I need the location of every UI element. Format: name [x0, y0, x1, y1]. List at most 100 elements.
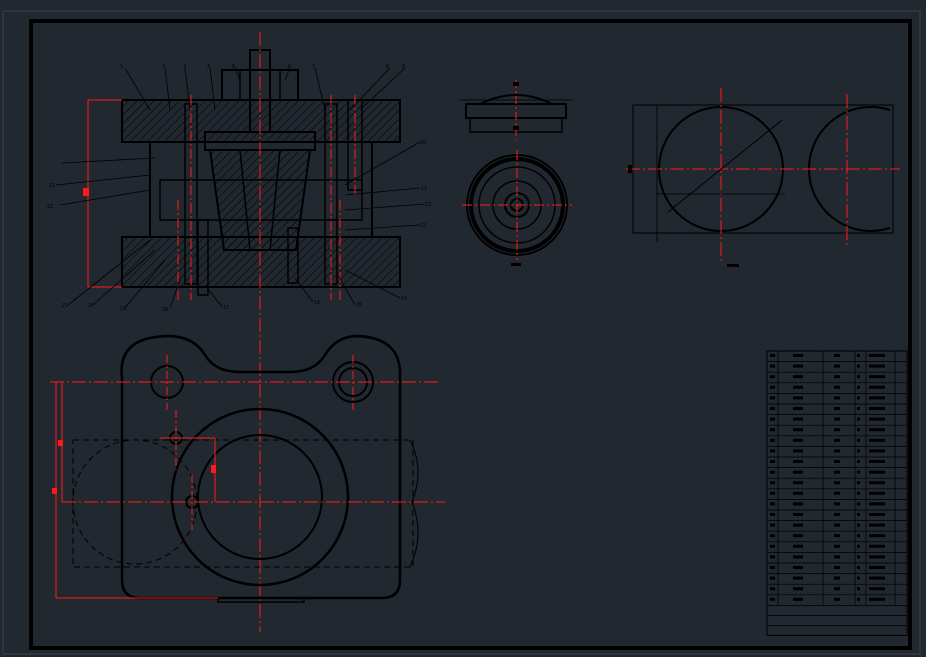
balloon-21: 21	[62, 303, 68, 309]
table-cell-text	[869, 587, 885, 591]
drawing-frame	[29, 19, 912, 650]
balloon-1: 1	[120, 64, 123, 70]
table-cell-text	[869, 534, 885, 538]
table-cell-text	[834, 534, 840, 538]
balloon-9: 9	[402, 64, 405, 70]
outer-sheet-border	[2, 10, 921, 655]
table-cell-text	[834, 354, 840, 357]
table-cell-text	[770, 417, 775, 421]
balloon-23: 23	[49, 183, 55, 189]
balloon-10: 10	[420, 140, 426, 146]
balloon-7: 7	[312, 64, 315, 70]
table-cell-text	[834, 385, 840, 389]
table-cell-text	[834, 513, 840, 516]
table-cell-text	[793, 428, 803, 432]
table-cell-text	[793, 491, 803, 495]
balloon-8: 8	[386, 64, 389, 70]
table-cell-text	[869, 407, 885, 410]
table-cell-text	[834, 396, 840, 400]
table-cell-text	[857, 576, 860, 580]
table-cell-text	[869, 491, 885, 495]
table-cell-text	[770, 576, 775, 580]
table-cell-text	[770, 407, 775, 410]
table-cell-text	[869, 597, 885, 601]
table-cell-text	[770, 491, 775, 495]
table-cell-text	[857, 597, 860, 601]
table-cell-text	[793, 460, 803, 463]
part-plan-view	[462, 150, 572, 266]
table-cell-text	[770, 375, 775, 379]
balloon-3: 3	[183, 64, 186, 70]
table-cell-text	[770, 555, 775, 559]
table-cell-text	[869, 566, 885, 569]
table-cell-text	[857, 491, 860, 495]
table-cell-text	[857, 449, 860, 453]
upper-die-plate	[121, 99, 401, 143]
assembly-section-view: 1 2 3 4 5 6 7 8 9 10 11 12 13 14 15 16 1…	[47, 32, 431, 632]
table-cell-text	[869, 417, 885, 421]
balloon-14: 14	[401, 296, 407, 302]
table-cell-text	[869, 385, 885, 389]
table-cell-text	[857, 513, 860, 516]
table-cell-text	[793, 396, 803, 400]
parts-list-table	[766, 350, 908, 636]
table-cell-text	[834, 544, 840, 548]
table-cell-text	[770, 428, 775, 432]
table-cell-text	[770, 460, 775, 463]
table-cell-text	[857, 555, 860, 559]
table-cell-text	[869, 460, 885, 463]
table-cell-text	[869, 438, 885, 442]
table-cell-text	[793, 502, 803, 506]
table-cell-text	[834, 375, 840, 379]
table-cell-text	[869, 555, 885, 559]
table-cell-text	[770, 481, 775, 485]
table-cell-text	[834, 364, 840, 368]
balloon-11: 11	[421, 186, 427, 192]
table-cell-text	[793, 438, 803, 442]
part-section-view	[460, 80, 572, 140]
balloon-4: 4	[207, 64, 210, 70]
table-cell-text	[869, 354, 885, 357]
table-cell-text	[857, 460, 860, 463]
table-cell-text	[857, 481, 860, 485]
table-cell-text	[793, 375, 803, 379]
table-cell-text	[857, 470, 860, 474]
table-cell-text	[869, 364, 885, 368]
table-cell-text	[857, 364, 860, 368]
table-cell-text	[770, 364, 775, 368]
table-cell-text	[869, 428, 885, 432]
table-cell-text	[857, 407, 860, 410]
table-cell-text	[770, 438, 775, 442]
table-cell-text	[834, 470, 840, 474]
table-cell-text	[770, 523, 775, 527]
table-cell-text	[857, 534, 860, 538]
table-cell-text	[857, 502, 860, 506]
balloon-22: 22	[47, 204, 53, 210]
table-cell-text	[869, 375, 885, 379]
table-cell-text	[834, 597, 840, 601]
table-cell-text	[770, 449, 775, 453]
blank-layout-view	[626, 88, 900, 267]
table-cell-text	[869, 449, 885, 453]
table-cell-text	[857, 417, 860, 421]
balloon-13: 13	[420, 223, 426, 229]
balloon-12: 12	[425, 202, 431, 208]
balloon-15: 15	[356, 302, 362, 308]
table-cell-text	[834, 428, 840, 432]
top-plan-view	[50, 334, 445, 603]
table-cell-text	[793, 523, 803, 527]
table-cell-text	[834, 555, 840, 559]
table-cell-text	[857, 523, 860, 527]
table-cell-text	[793, 417, 803, 421]
table-cell-text	[869, 470, 885, 474]
balloon-5: 5	[232, 64, 235, 70]
table-cell-text	[793, 587, 803, 591]
table-cell-text	[793, 470, 803, 474]
table-cell-text	[793, 534, 803, 538]
table-cell-text	[793, 576, 803, 580]
table-cell-text	[770, 544, 775, 548]
table-cell-text	[869, 544, 885, 548]
table-cell-text	[834, 576, 840, 580]
table-cell-text	[857, 375, 860, 379]
